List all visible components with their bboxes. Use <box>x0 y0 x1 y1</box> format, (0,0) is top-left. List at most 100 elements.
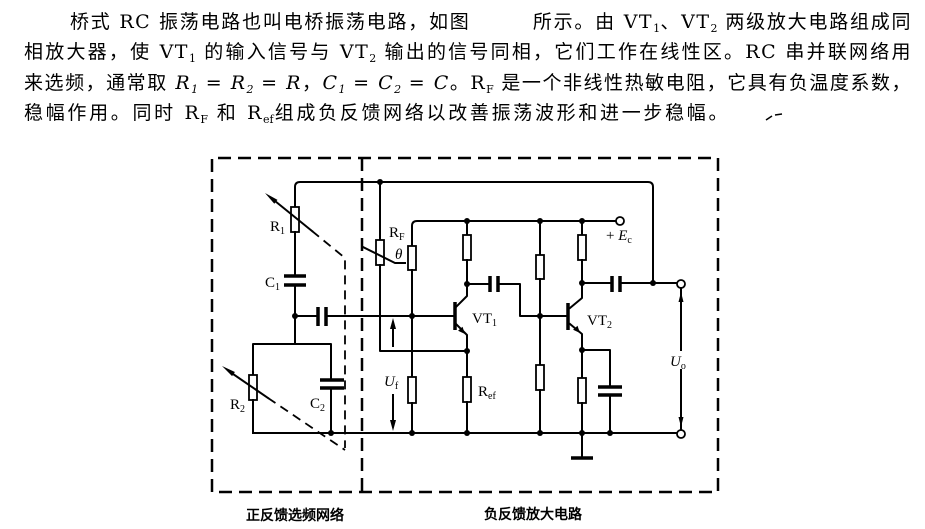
junction-dot <box>464 218 470 224</box>
math-symbol: R <box>230 72 247 94</box>
junction-dot <box>464 430 470 436</box>
arrow-up-icon <box>390 318 396 329</box>
label-r1: R1 <box>270 219 285 237</box>
resistor-vt1-bias-upper <box>407 245 417 271</box>
subscript-text: 2 <box>394 83 402 96</box>
capacitor-c2 <box>320 378 344 390</box>
junction-dot <box>537 218 543 224</box>
label-theta: θ <box>395 247 403 263</box>
capacitor-c1 <box>284 274 306 287</box>
junction-dot <box>537 313 543 319</box>
capacitor-output <box>610 276 622 292</box>
math-symbol: C <box>322 72 339 94</box>
junction-dots <box>292 179 656 436</box>
resistor-vt2-bias-upper <box>535 254 545 280</box>
label-ref: Ref <box>478 384 496 402</box>
text-run: = <box>345 72 379 94</box>
math-symbol: C <box>433 72 450 94</box>
text-run: 来选频，通常取 <box>24 72 176 94</box>
text-run: = <box>253 72 287 94</box>
label-symbol: R <box>389 225 399 241</box>
text-run: 。R <box>449 72 487 94</box>
ground-icon <box>571 432 593 460</box>
label-subscript: 2 <box>607 320 612 331</box>
stray-mark <box>765 113 783 121</box>
subscript-text: 1 <box>191 83 199 96</box>
paragraph-line: 稳幅作用。同时 RF 和 Ref组成负反馈网络以改善振荡波形和进一步稳幅。 <box>24 100 729 126</box>
wire-rf-to-emitter <box>379 264 468 352</box>
text-run: = <box>401 72 434 94</box>
junction-dot <box>464 281 470 287</box>
uf-voltage-arrows <box>390 318 396 431</box>
label-symbol: VT <box>472 311 492 327</box>
junction-dot <box>409 313 415 319</box>
text-run: 和 R <box>208 102 263 124</box>
emitter-arrow-icon <box>573 325 580 333</box>
label-subscript: F <box>399 232 405 243</box>
subscript-text: 1 <box>653 22 661 35</box>
label-rf: RF <box>389 225 405 243</box>
adjust-arrow-icon <box>222 366 235 377</box>
junction-dot <box>579 347 585 353</box>
resistor-ref <box>462 376 472 403</box>
text-run: 是一个非线性热敏电阻，它具有负温度系数，起 <box>501 72 912 94</box>
caption-negative-feedback: 负反馈放大电路 <box>484 506 583 523</box>
label-uo: Uo <box>670 354 686 372</box>
label-subscript: c <box>627 235 632 246</box>
subscript-text: 2 <box>246 83 254 96</box>
emitter-arrow-icon <box>458 326 465 334</box>
outer-dashed-boundary <box>210 156 720 494</box>
label-subscript: 2 <box>240 404 245 415</box>
output-terminal-bottom <box>676 429 686 439</box>
label-subscript: o <box>681 361 686 372</box>
label-c2: C2 <box>310 396 325 414</box>
junction-dot <box>409 430 415 436</box>
subscript-text: 2 <box>710 22 718 35</box>
thermistor-curve <box>361 245 406 264</box>
capacitor-interstage <box>488 276 500 292</box>
subscript-text: F <box>200 113 208 126</box>
arrow-up-icon <box>678 292 684 302</box>
label-symbol: C <box>310 396 320 412</box>
text-run: 组成负反馈网络以改善振荡波形和进一步稳幅。 <box>273 102 729 124</box>
subscript-text: 1 <box>338 83 346 96</box>
label-uf: Uf <box>384 374 399 392</box>
text-run: 稳幅作用。同时 R <box>24 102 201 124</box>
label-prefix: + <box>606 228 618 244</box>
label-subscript: 1 <box>275 282 280 293</box>
text-run: ， <box>301 72 323 94</box>
label-subscript: 1 <box>280 226 285 237</box>
label-vt2: VT2 <box>587 313 612 331</box>
junction-dot <box>292 313 298 319</box>
label-symbol: R <box>230 397 240 413</box>
junction-dot <box>650 280 656 286</box>
text-run: = <box>198 72 231 94</box>
wire-top-feedback <box>294 181 654 284</box>
paragraph-line: 桥式 RC 振荡电路也叫电桥振荡电路，如图 所示。由 VT1、VT2 两级放大电… <box>70 9 912 35</box>
label-symbol: U <box>384 374 396 390</box>
label-symbol: U <box>670 354 682 370</box>
label-subscript: 1 <box>492 318 497 329</box>
label-subscript: f <box>395 381 399 392</box>
subscript-text: 2 <box>369 52 377 65</box>
supply-rail <box>411 220 617 247</box>
uo-voltage-arrows <box>678 287 684 431</box>
subscript-text: 1 <box>189 52 196 65</box>
output-terminal-top <box>676 279 686 289</box>
math-symbol: R <box>286 72 302 94</box>
wire <box>581 349 611 388</box>
junction-dot <box>537 430 543 436</box>
arrow-down-icon <box>390 420 396 431</box>
junction-dot <box>607 430 613 436</box>
resistor-vt2-collector <box>577 234 587 261</box>
ganged-adjust-linkage <box>222 193 346 451</box>
caption-positive-feedback: 正反馈选频网络 <box>246 507 344 524</box>
transistor-vt2 <box>566 282 583 351</box>
label-subscript: ef <box>488 391 496 402</box>
transistor-vt1 <box>453 283 468 352</box>
wire <box>252 343 332 381</box>
wire-to-vt2-base <box>498 283 569 317</box>
paragraph-line: 相放大器，使 VT1 的输入信号与 VT2 输出的信号同相，它们工作在线性区。R… <box>24 39 912 65</box>
thermistor-rf <box>375 239 385 266</box>
